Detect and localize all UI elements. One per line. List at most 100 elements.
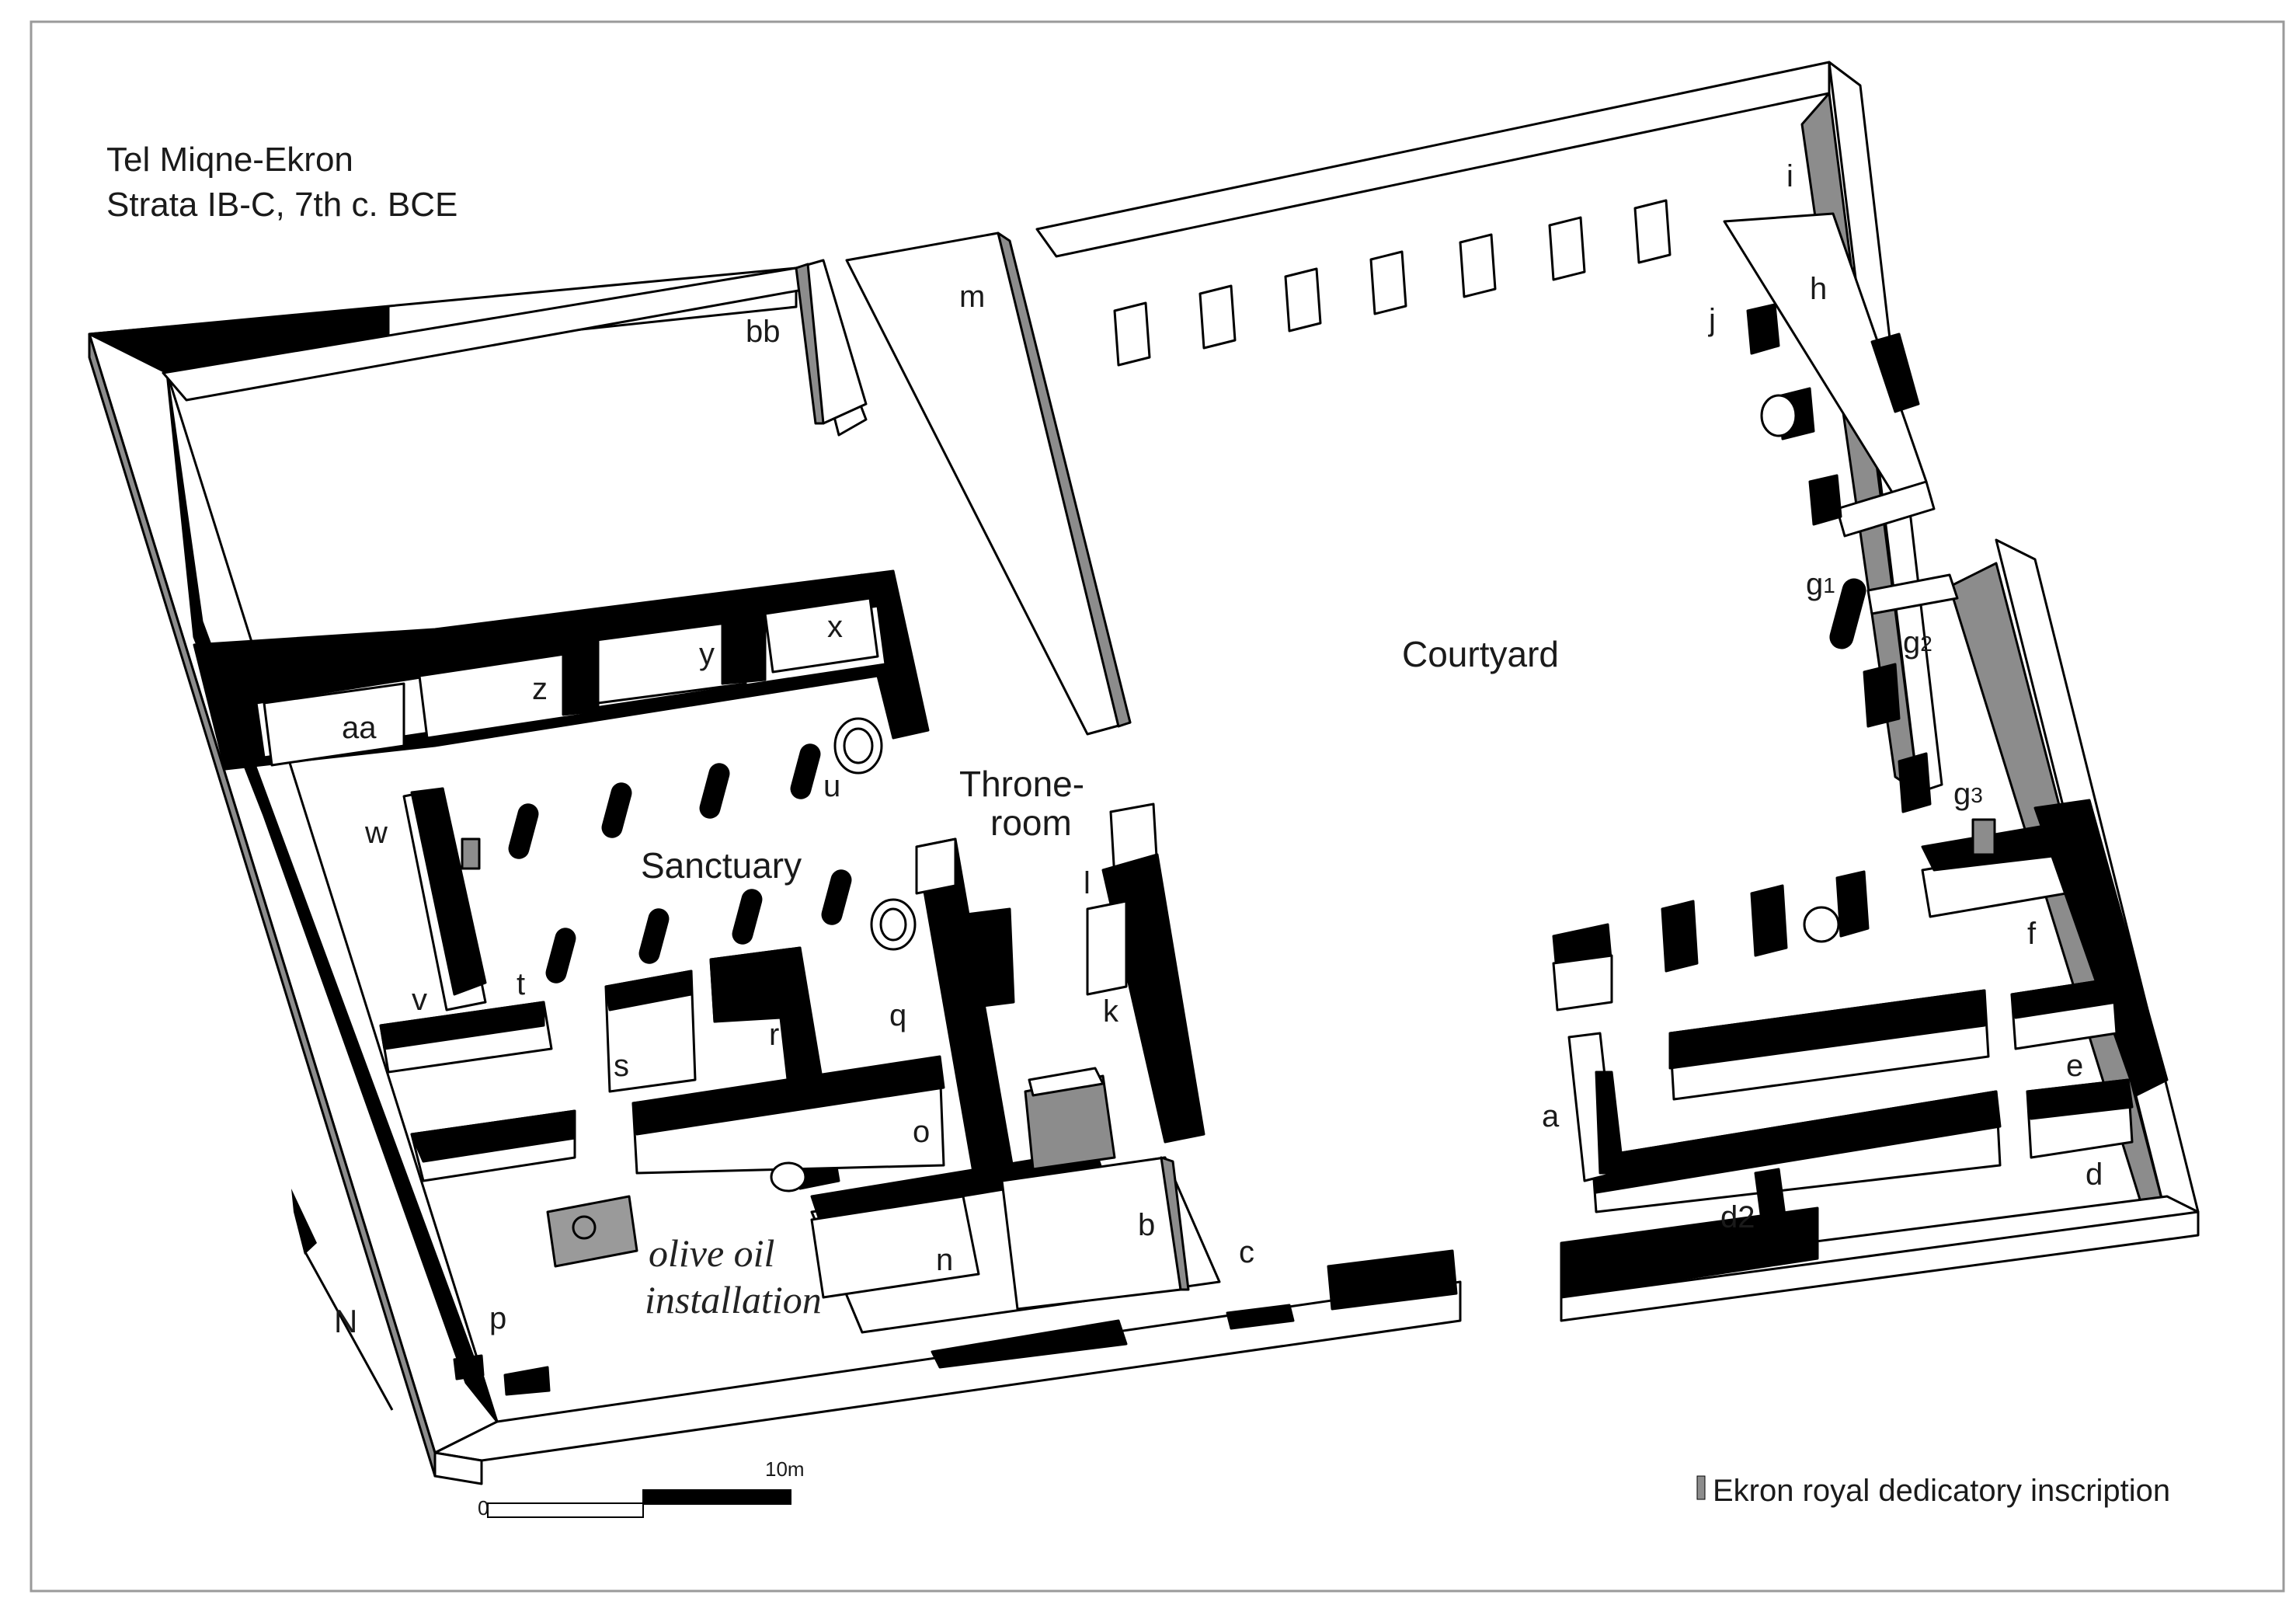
room-labels: a b c d d2 e f g1 g2 g3 h i j k l m n o … [342,159,2103,1335]
label-d2: d2 [1720,1200,1755,1234]
north-arrow-shaft [303,1250,394,1411]
inner-walls [162,232,1458,1396]
label-t: t [517,967,525,1001]
pillar [1808,474,1842,526]
label-e: e [2066,1049,2083,1083]
label-c: c [1239,1235,1254,1269]
wall-d-black [2026,1078,2134,1120]
room-z-wall [418,651,584,740]
wall-t-black [379,1001,545,1050]
scale-bar: 0 10m [478,1457,805,1520]
label-q: q [889,998,906,1032]
wall-m-gray [997,232,1132,728]
wall-sw-black-2 [503,1366,551,1396]
label-courtyard: Courtyard [1402,634,1559,674]
wall-lower-west-black [410,1109,576,1163]
column [545,928,576,984]
label-throne-2: room [990,803,1072,843]
label-olive-2: installation [645,1278,822,1321]
column [699,763,730,819]
label-g1: g1 [1806,567,1835,601]
label-bb: bb [746,315,781,349]
inscription-stone [1971,818,1996,856]
label-aa: aa [342,711,377,745]
label-g2: g2 [1903,625,1932,660]
wall-d2 [1754,1168,1788,1233]
wall-a-black [1595,1071,1625,1175]
pillar [1369,250,1407,315]
label-y: y [699,637,715,671]
pillar [1459,233,1497,298]
label-m: m [959,280,985,314]
olive-press-circle [572,1215,597,1240]
wall-o-row-black [631,1055,945,1136]
scale-bar-end: 10m [765,1457,805,1481]
wall-south-black-1 [931,1319,1128,1369]
label-throne-1: Throne- [959,764,1084,804]
pillar-row-south [1661,870,1870,973]
scale-bar-zero: 0 [478,1496,489,1520]
label-u: u [823,769,840,803]
label-olive-1: olive oil [649,1231,774,1275]
wall-lk-black [1101,853,1205,1144]
wall-h-south [1835,480,1936,538]
north-arrow: N [291,1189,394,1411]
pillar [1746,303,1780,355]
wall-n [810,1195,980,1299]
basin [879,907,907,942]
olive-press [546,1195,638,1268]
east-rooms [1552,212,2169,1233]
label-j: j [1708,303,1716,337]
wall-pier-west-top [1552,954,1613,1011]
label-s: s [614,1049,629,1083]
label-z: z [532,672,548,706]
pillar [1633,199,1672,264]
legend-inscription: Ekron royal dedicatory inscription [1713,1474,2170,1508]
wall-z-black [562,632,600,716]
label-f: f [2027,917,2037,951]
label-n: n [936,1243,953,1277]
throne-steps [1028,1067,1105,1097]
wall-southeast-black [1560,1206,1819,1299]
legend-swatch [1696,1475,1706,1500]
label-a: a [1542,1099,1560,1133]
wall-g2 [1866,573,1959,615]
pillar [1863,663,1901,728]
label-r: r [769,1018,779,1052]
column [601,782,632,838]
title-line1: Tel Miqne-Ekron [106,141,353,179]
wall-e-black [2010,977,2118,1019]
label-p: p [489,1301,506,1335]
label-k: k [1103,994,1119,1029]
basin [1803,906,1840,943]
label-i: i [1786,159,1793,193]
basin [843,727,874,764]
pillar [1284,267,1322,332]
label-l: l [1084,866,1091,900]
column [821,869,852,925]
basin [1760,394,1797,437]
basin [770,1161,807,1192]
label-o: o [913,1115,930,1149]
pillar [1750,884,1788,957]
scale-bar-black [642,1489,791,1505]
wall-sw-black-1 [453,1354,485,1380]
column [1829,578,1866,649]
label-d: d [2086,1158,2103,1192]
label-g3: g3 [1953,777,1983,811]
wall-long-lower-black [1591,1090,2002,1194]
column [732,889,763,945]
pillar [1113,301,1151,367]
wall-south-black-3 [1327,1249,1458,1311]
label-x: x [827,610,843,644]
north-arrow-head [291,1189,317,1255]
room-aa-wall [263,682,405,767]
wall-w-black [410,787,487,996]
pillar [1198,284,1237,350]
inscription-w [461,837,481,870]
wall-h-black [1870,332,1920,413]
wall-bb-pier-gray [795,263,825,425]
sanctuary-columns [508,578,1866,984]
label-v: v [412,983,427,1017]
